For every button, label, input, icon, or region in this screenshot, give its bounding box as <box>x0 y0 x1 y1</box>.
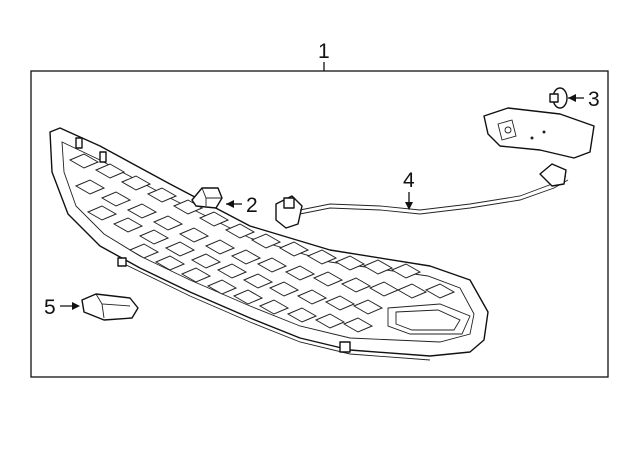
callout-4: 4 <box>403 169 415 210</box>
callout-5: 5 <box>44 296 80 319</box>
diagram-frame <box>30 70 609 378</box>
callout-label-4: 4 <box>403 169 415 192</box>
callout-3: 3 <box>568 88 600 111</box>
mounting-bracket <box>483 107 595 159</box>
callout-label-3: 3 <box>588 88 600 111</box>
callout-label-2: 2 <box>246 194 258 217</box>
push-pin-part-3 <box>549 87 568 109</box>
clip-part-2 <box>191 187 223 209</box>
lamp-clip-part-5 <box>81 293 139 321</box>
callout-label-1: 1 <box>318 40 330 63</box>
callout-2: 2 <box>226 194 258 217</box>
wiring-harness-part-4 <box>275 163 569 229</box>
callout-1: 1 <box>318 40 330 71</box>
callout-label-5: 5 <box>44 296 56 319</box>
grille-mesh <box>68 153 456 333</box>
grille-assembly <box>49 127 489 361</box>
